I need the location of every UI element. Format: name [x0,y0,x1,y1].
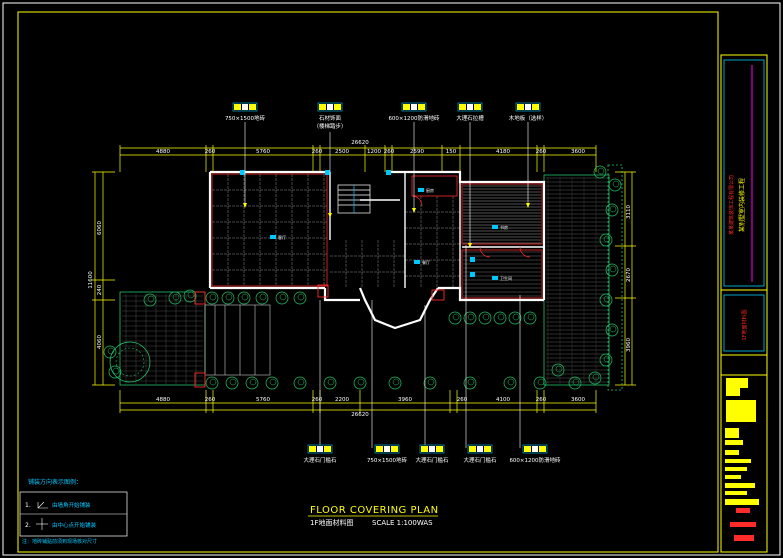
room-label: 客厅 [278,234,286,240]
inner-frame [17,11,719,553]
left-dim-seg: 240 [97,284,103,295]
bottom-dim-seg: 3960 [398,397,412,403]
bottom-dim-seg: 3600 [571,397,585,403]
paving-direction-legend: 铺装方向表示图例： 1. 由墙角开始铺装 2. 由中心点开始铺装 注：地砖铺贴前… [19,478,128,545]
west-terrace [109,291,206,386]
title-block-company: 某某建筑装饰工程有限公司 [728,175,735,235]
bottom-dim-seg: 4100 [496,397,510,403]
title-block-project: 某别墅室内装修工程 [738,178,746,232]
bottom-dim-seg: 260 [205,397,216,403]
top-dim-seg: 150 [446,149,457,155]
room-label: 餐厅 [422,259,430,265]
callout-label: 木地板（选样） [509,114,548,122]
top-dim-seg: 2500 [335,149,349,155]
callout-label: 600×1200防滑地砖 [388,114,440,122]
callout-label: （楼梯踏步） [313,122,346,130]
right-dimension-chain [615,171,636,386]
legend-item-1: 由墙角开始铺装 [52,501,91,509]
drawing-title-cn: 1F地面材料图 [310,518,353,527]
bottom-dim-seg: 260 [312,397,323,403]
left-dim-total: 11600 [88,271,94,289]
bottom-dim-total: 26620 [351,412,369,418]
bottom-dim-seg: 4880 [156,397,170,403]
top-dim-seg: 260 [384,149,395,155]
left-dimension-chain [92,171,115,386]
top-dim-total: 26620 [351,140,369,146]
top-dimension-chain [119,145,597,172]
top-dim-seg: 260 [312,149,323,155]
top-dim-seg: 260 [205,149,216,155]
landscape-greenery [103,165,622,390]
top-dim-seg: 3600 [571,149,585,155]
bottom-dim-seg: 5760 [256,397,270,403]
top-dim-seg: 260 [536,149,547,155]
left-dim-seg: 4060 [97,335,103,349]
top-dim-seg: 1200 [367,149,381,155]
top-dim-seg: 4180 [496,149,510,155]
callout-label: 大理石门槛石 [415,456,449,464]
right-dim-seg: 3960 [626,338,632,352]
room-label: 卫生间 [500,275,512,281]
floor-plan: 客厅 餐厅 厨房 书房 卫生间 [194,170,546,388]
svg-text:2.: 2. [25,522,31,529]
left-dim-seg: 6060 [97,221,103,235]
top-dim-seg: 2590 [410,149,424,155]
bottom-dim-seg: 2200 [335,397,349,403]
room-label: 书房 [500,224,508,230]
drawing-title: FLOOR COVERING PLAN 1F地面材料图 SCALE 1:100W… [308,505,439,527]
callout-label: 大理石门槛石 [463,456,497,464]
east-terrace [543,164,623,391]
drawing-title-en: FLOOR COVERING PLAN [310,505,439,516]
svg-text:1.: 1. [25,502,31,509]
room-label: 厨房 [426,187,434,193]
bottom-dim-seg: 260 [457,397,468,403]
bottom-dimension-chain [119,390,597,413]
callout-label: 大理石拉槽 [456,114,484,122]
legend-note: 注：地砖铺贴前须到现场核对尺寸 [22,538,97,545]
staircase [337,184,371,214]
callout-label: 600×1200防滑地砖 [509,456,561,464]
callout-label: 石材饰面 [319,114,342,122]
callout-label: 750×1500地砖 [367,456,408,464]
title-block-sheet-name: 1F地面材料图 [741,309,748,340]
title-block: 某别墅室内装修工程 某某建筑装饰工程有限公司 1F地面材料图 [720,54,768,553]
right-dim-seg: 2670 [626,268,632,282]
legend-heading: 铺装方向表示图例： [28,478,82,486]
top-dim-seg: 5760 [256,149,270,155]
legend-item-2: 由中心点开始铺装 [52,521,97,529]
bottom-dim-seg: 260 [536,397,547,403]
callout-label: 大理石门槛石 [303,456,337,464]
top-dim-seg: 4880 [156,149,170,155]
drawing-scale: SCALE 1:100WAS [372,519,433,527]
right-dim-seg: 3110 [626,205,632,219]
leader-lines [244,122,529,448]
callout-label: 750×1500地砖 [225,114,266,122]
